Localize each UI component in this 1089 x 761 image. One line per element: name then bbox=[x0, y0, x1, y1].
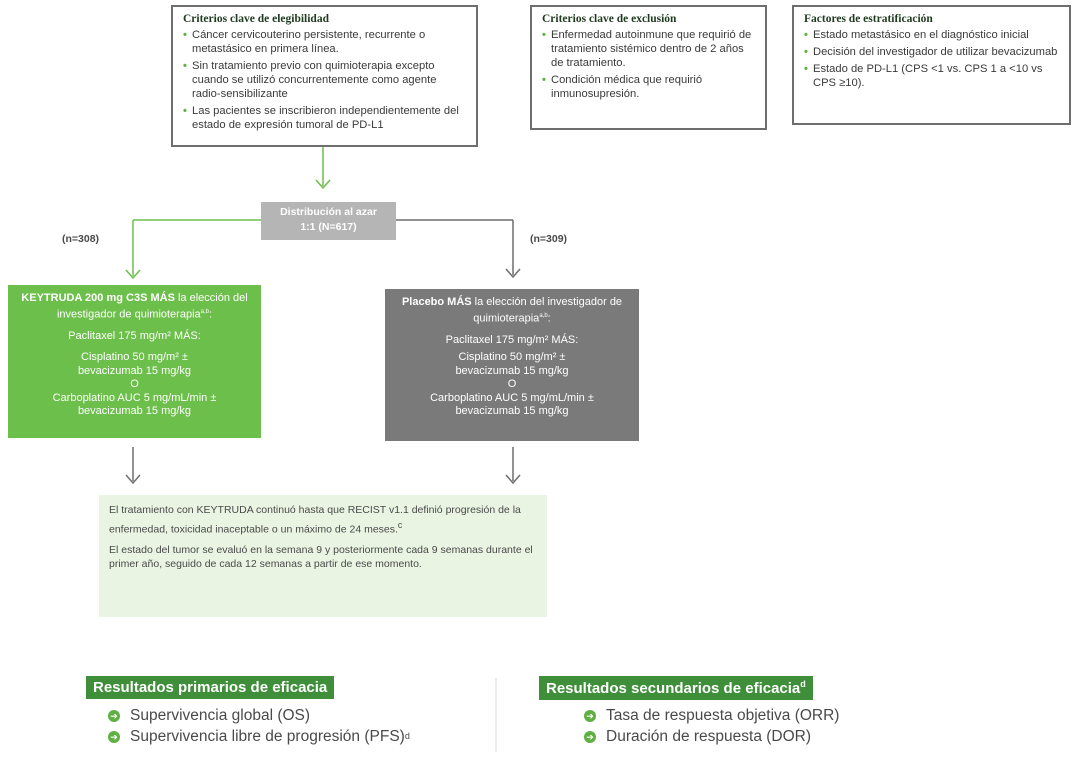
placebo-cisplatin-line2: bevacizumab 15 mg/kg bbox=[455, 364, 569, 377]
secondary-outcomes-title: Resultados secundarios de eficacia bbox=[546, 680, 801, 697]
arrow-circle-right-icon: ➔ bbox=[108, 709, 120, 722]
randomization-line2: 1:1 (N=617) bbox=[300, 221, 357, 233]
placebo-paclitaxel: Paclitaxel 175 mg/m² MÁS: bbox=[445, 333, 579, 346]
placebo-carbo-line1: Carboplatino AUC 5 mg/mL/min ± bbox=[430, 391, 594, 404]
treatment-duration-body: El tratamiento con KEYTRUDA continuó has… bbox=[109, 504, 521, 535]
placebo-arm-head-end: : bbox=[547, 312, 551, 325]
secondary-outcomes-header: Resultados secundarios de eficaciad bbox=[539, 676, 813, 700]
eligibility-item: Cáncer cervicouterino persistente, recur… bbox=[183, 28, 468, 56]
placebo-or: O bbox=[507, 378, 517, 391]
arrow-circle-right-icon: ➔ bbox=[108, 730, 120, 743]
randomization-box: Distribución al azar 1:1 (N=617) bbox=[261, 202, 396, 240]
eligibility-criteria-box: Criterios clave de elegibilidad Cáncer c… bbox=[171, 5, 478, 147]
arrow-circle-right-icon: ➔ bbox=[584, 730, 596, 743]
n-left-label: (n=308) bbox=[62, 233, 100, 245]
randomization-line1: Distribución al azar bbox=[280, 206, 377, 218]
placebo-carbo-line2: bevacizumab 15 mg/kg bbox=[455, 405, 569, 418]
stratification-item: Estado de PD-L1 (CPS <1 vs. CPS 1 a <10 … bbox=[804, 62, 1061, 90]
secondary-outcome-label: Duración de respuesta (DOR) bbox=[606, 728, 812, 745]
keytruda-cisplatin-line2: bevacizumab 15 mg/kg bbox=[77, 364, 192, 377]
keytruda-carbo-line1: Carboplatino AUC 5 mg/mL/min ± bbox=[52, 391, 217, 404]
eligibility-title: Criterios clave de elegibilidad bbox=[183, 13, 329, 25]
list-item: ➔ Duración de respuesta (DOR) bbox=[584, 726, 839, 747]
primary-outcomes-header: Resultados primarios de eficacia bbox=[86, 676, 335, 699]
placebo-arm-head-bold: Placebo MÁS bbox=[401, 296, 472, 308]
arrow-circle-right-icon: ➔ bbox=[584, 709, 596, 722]
keytruda-arm-head-rest: la elección del investigador de quimiote… bbox=[56, 292, 248, 321]
keytruda-arm-head-end: : bbox=[208, 308, 213, 321]
primary-outcomes-list: ➔ Supervivencia global (OS) ➔ Supervivenci… bbox=[108, 705, 410, 747]
placebo-arm-head-sup: a,b bbox=[539, 312, 548, 319]
primary-outcome-label: Supervivencia global (OS) bbox=[130, 707, 311, 724]
list-item: ➔ Supervivencia global (OS) bbox=[108, 705, 410, 726]
keytruda-or: O bbox=[130, 378, 139, 391]
exclusion-item: Enfermedad autoinmune que requirió de tr… bbox=[542, 28, 757, 70]
placebo-arm-box: Placebo MÁS la elección del investigador… bbox=[385, 289, 639, 441]
stratification-factors-box: Factores de estratificación Estado metas… bbox=[792, 5, 1071, 125]
secondary-outcomes-list: ➔ Tasa de respuesta objetiva (ORR) ➔ Durac… bbox=[584, 705, 839, 747]
keytruda-arm-header: KEYTRUDA 200 mg C3S MÁS la elección del … bbox=[14, 292, 255, 322]
keytruda-arm-head-bold: KEYTRUDA 200 mg C3S MÁS bbox=[21, 292, 175, 304]
tumor-assessment-text: El estado del tumor se evaluó en la sema… bbox=[109, 543, 533, 571]
keytruda-paclitaxel: Paclitaxel 175 mg/m² MÁS: bbox=[68, 329, 201, 342]
treatment-duration-text: El tratamiento con KEYTRUDA continuó has… bbox=[109, 503, 537, 537]
treatment-info-box: El tratamiento con KEYTRUDA continuó has… bbox=[99, 495, 547, 617]
placebo-cisplatin-line1: Cisplatino 50 mg/m² ± bbox=[458, 351, 566, 364]
placebo-arm-header: Placebo MÁS la elección del investigador… bbox=[391, 296, 633, 326]
keytruda-arm-box: KEYTRUDA 200 mg C3S MÁS la elección del … bbox=[8, 285, 261, 438]
keytruda-cisplatin-line1: Cisplatino 50 mg/m² ± bbox=[81, 351, 188, 364]
secondary-outcome-label: Tasa de respuesta objetiva (ORR) bbox=[606, 707, 840, 724]
treatment-duration-sup: c bbox=[397, 519, 403, 530]
exclusion-title: Criterios clave de exclusión bbox=[542, 13, 677, 25]
eligibility-item: Las pacientes se inscribieron independie… bbox=[183, 104, 468, 132]
stratification-title: Factores de estratificación bbox=[804, 13, 933, 25]
secondary-outcomes-sup: d bbox=[800, 679, 806, 689]
eligibility-item: Sin tratamiento previo con quimioterapia… bbox=[183, 59, 468, 101]
list-item: ➔ Supervivencia libre de progresión (PFS)… bbox=[108, 726, 410, 747]
stratification-item: Estado metastásico en el diagnóstico ini… bbox=[804, 28, 1061, 42]
exclusion-criteria-box: Criterios clave de exclusión Enfermedad … bbox=[530, 5, 767, 130]
exclusion-item: Condición médica que requirió inmunosupr… bbox=[542, 73, 757, 101]
list-item: ➔ Tasa de respuesta objetiva (ORR) bbox=[584, 705, 839, 726]
primary-outcome-sup: d bbox=[404, 731, 410, 741]
n-right-label: (n=309) bbox=[530, 233, 568, 245]
primary-outcome-label: Supervivencia libre de progresión (PFS) bbox=[130, 728, 405, 745]
stratification-item: Decisión del investigador de utilizar be… bbox=[804, 45, 1061, 59]
keytruda-arm-head-sup: a,b bbox=[200, 308, 209, 315]
keytruda-carbo-line2: bevacizumab 15 mg/kg bbox=[77, 405, 192, 418]
placebo-arm-head-rest: la elección del investigador de quimiote… bbox=[471, 296, 623, 325]
